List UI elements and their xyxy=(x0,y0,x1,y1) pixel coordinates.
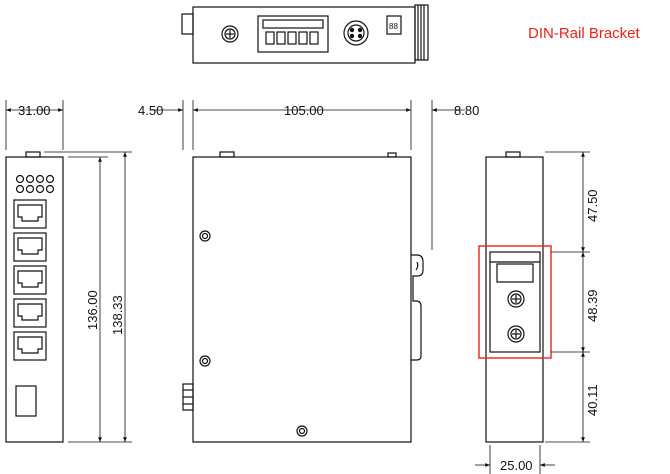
din-rail-bracket-highlight xyxy=(478,245,552,359)
side-view xyxy=(182,151,424,443)
screw-icon xyxy=(199,230,308,437)
front-dim-lines xyxy=(5,100,132,443)
power-jack-icon xyxy=(343,20,369,46)
top-view-left-tab xyxy=(181,13,194,35)
dim-front-height-inner: 136.00 xyxy=(85,290,100,330)
dim-side-offset-left: 4.50 xyxy=(138,103,163,118)
dip-switch-label: 88 xyxy=(389,22,398,31)
fiber-slot xyxy=(15,385,37,417)
rear-dim-lines xyxy=(475,151,590,474)
dip-switch-icon xyxy=(386,15,402,35)
top-view xyxy=(181,4,429,64)
led-indicator-icon xyxy=(15,174,55,194)
dim-rear-bottom: 40.11 xyxy=(585,384,600,416)
dim-front-width: 31.00 xyxy=(18,103,51,118)
dim-side-depth: 105.00 xyxy=(284,103,324,118)
front-view xyxy=(5,151,64,443)
dim-rear-top: 47.50 xyxy=(585,189,600,222)
dim-rear-width: 25.00 xyxy=(500,458,533,473)
screw-icon xyxy=(221,25,239,43)
screw-icon xyxy=(507,290,525,343)
din-rail-bracket-label: DIN-Rail Bracket xyxy=(528,25,640,42)
dim-side-offset-right: 8.80 xyxy=(454,103,479,118)
terminal-block-icon xyxy=(257,15,329,53)
side-dim-lines xyxy=(150,100,465,250)
rj45-port-icon xyxy=(13,199,47,361)
rear-view xyxy=(485,151,544,443)
dim-front-height-total: 138.33 xyxy=(110,295,125,335)
dim-rear-bracket: 48.39 xyxy=(585,289,600,322)
